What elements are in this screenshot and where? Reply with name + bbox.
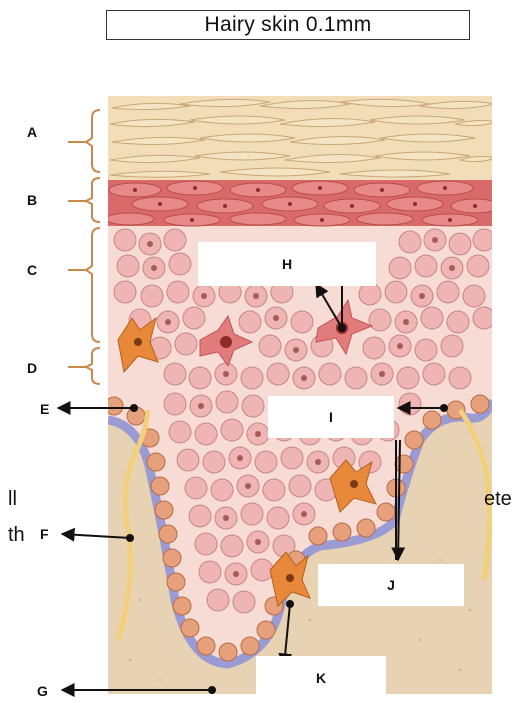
bracket-d — [86, 348, 100, 384]
label-d: D — [27, 360, 37, 376]
answer-box-i[interactable]: I — [268, 396, 394, 438]
answer-box-h[interactable]: H — [198, 242, 376, 286]
label-j: J — [387, 577, 395, 593]
label-i: I — [329, 409, 333, 425]
answer-box-k[interactable]: K — [256, 656, 386, 700]
label-f: F — [40, 526, 49, 542]
bracket-b — [86, 178, 100, 222]
text-fragment-left-bottom: th — [8, 524, 25, 547]
label-b: B — [27, 192, 37, 208]
label-e: E — [40, 401, 49, 417]
text-fragment-left-top: ll — [8, 488, 17, 511]
label-a: A — [27, 124, 37, 140]
text-fragment-right-top: ete — [484, 488, 512, 511]
label-g: G — [37, 683, 48, 699]
answer-box-j[interactable]: J — [318, 564, 464, 606]
bracket-c — [86, 228, 100, 342]
label-k: K — [316, 670, 326, 686]
label-h: H — [282, 256, 292, 272]
bracket-a — [86, 110, 100, 172]
label-c: C — [27, 262, 37, 278]
